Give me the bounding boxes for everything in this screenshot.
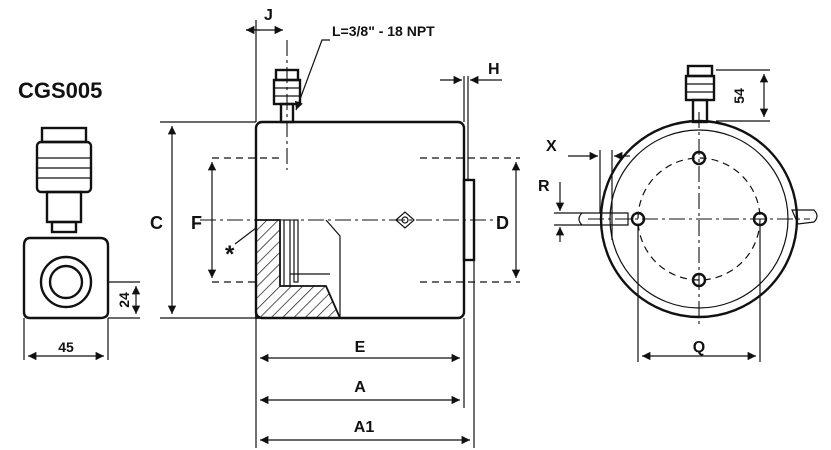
dim-r-label: R	[538, 178, 550, 195]
dim-j-label: J	[264, 7, 273, 24]
coupler-body	[35, 140, 93, 194]
dim-q-label: Q	[693, 339, 705, 356]
cylinder-block	[22, 236, 110, 320]
mount-hole-bottom	[691, 272, 707, 288]
right-ear	[791, 209, 818, 225]
dim-e-label: E	[355, 339, 366, 356]
dim-a-label: A	[354, 379, 366, 396]
dim-a1-label: A1	[354, 419, 375, 436]
left-ear	[578, 212, 629, 226]
bore-outer	[39, 255, 93, 309]
bore-inner	[48, 264, 84, 300]
dim-x-label: X	[546, 138, 557, 155]
dim-54-label: 54	[731, 88, 747, 104]
port-thread-label: L=3/8" - 18 NPT	[332, 23, 435, 39]
model-title: CGS005	[18, 78, 102, 103]
star-note: *	[225, 241, 235, 268]
dim-24-label: 24	[116, 292, 132, 308]
dim-f-label: F	[191, 213, 202, 233]
mount-hole-top	[691, 150, 707, 166]
coupler-cap	[40, 126, 88, 144]
cylinder-side-view: C F * D J L=3/8" - 18 NPT H E A A1	[150, 7, 521, 448]
dim-c-label: C	[150, 213, 163, 233]
coupler-stem	[45, 190, 83, 224]
dim-45-label: 45	[58, 339, 74, 355]
cylinder-end-view: 54 X R Q	[538, 64, 818, 362]
end-view-fitting	[684, 74, 716, 102]
dim-h-label: H	[488, 61, 500, 78]
dim-d-label: D	[496, 213, 509, 233]
cgs005-side-view: CGS005 24 45	[18, 78, 141, 361]
